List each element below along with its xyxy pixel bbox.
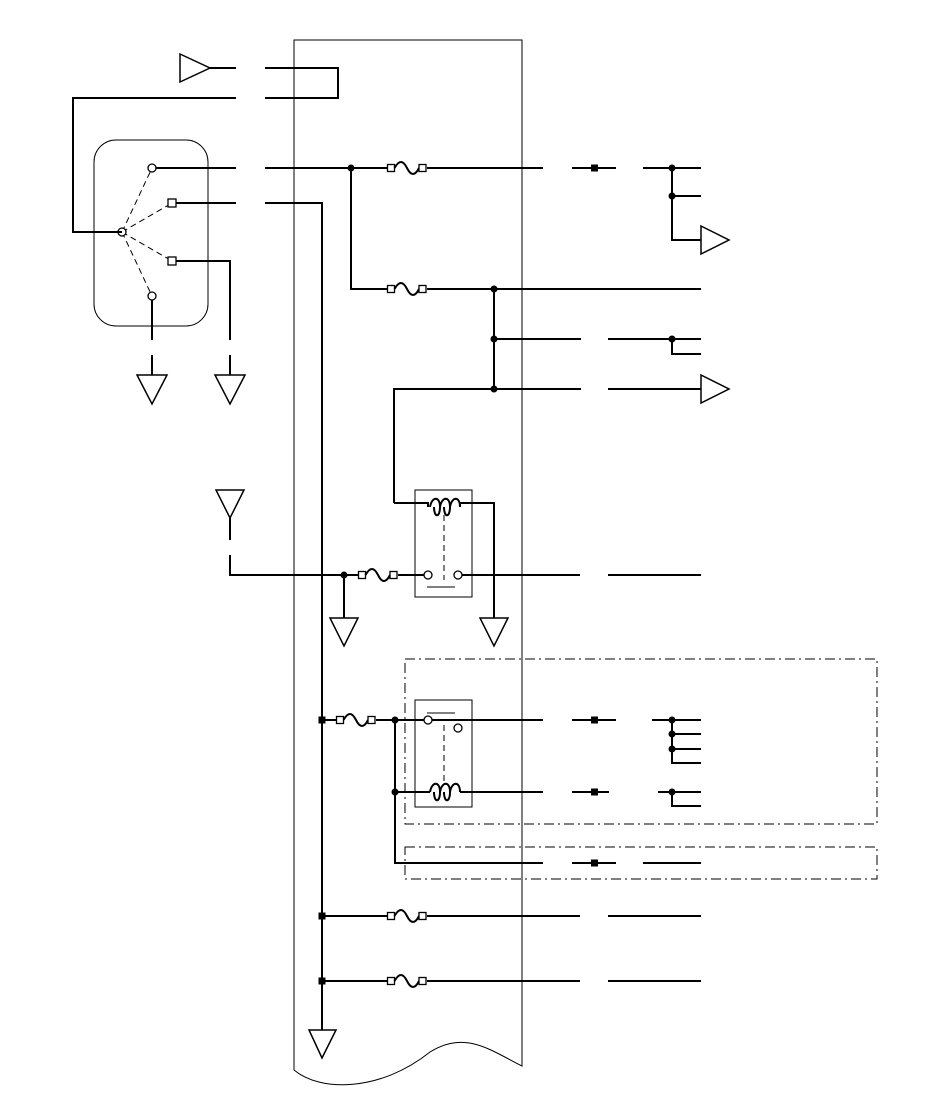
splice-square [318, 716, 326, 724]
wire-switch-out3 [176, 260, 231, 340]
dash-dot-group-1 [404, 658, 878, 825]
splice-square [318, 912, 326, 920]
wire-relay2-branch [394, 720, 543, 864]
ground-icon [700, 224, 731, 256]
splice-dot [668, 192, 676, 200]
ground-icon [307, 1029, 338, 1060]
splice-dot [490, 285, 498, 293]
wire-feed-2 [265, 202, 323, 1030]
splice-dot [668, 716, 676, 724]
wire-relay1-coil-in [394, 502, 429, 507]
wire-relay1-feed [229, 555, 362, 576]
splice-dot [668, 730, 676, 738]
splice-dot [668, 788, 676, 796]
junction-block-outline [293, 39, 523, 1086]
wire-r2-a3 [671, 720, 701, 764]
fuse-6 [386, 974, 427, 988]
fuse-4 [335, 713, 376, 727]
fuse-3 [357, 568, 398, 582]
ground-icon [179, 52, 212, 84]
splice-dot [347, 164, 355, 172]
antenna-icon [214, 489, 246, 520]
connector-square [591, 859, 598, 867]
fuse-5 [386, 909, 427, 923]
wire-right-1c [671, 168, 701, 241]
dash-dot-group-2 [404, 846, 878, 880]
splice-dot [490, 335, 498, 343]
ground-icon [700, 373, 731, 405]
splice-dot [668, 164, 676, 172]
wire-feed-1-branch [350, 168, 391, 290]
wire-switch-common [72, 97, 236, 233]
ground-icon [213, 374, 247, 406]
wire-relay1-coil-out [459, 502, 495, 618]
connector-square [591, 164, 598, 172]
wire-r2-b3 [671, 792, 701, 807]
fuse-2 [386, 282, 427, 296]
ground-icon [135, 374, 169, 406]
splice-dot [668, 335, 676, 343]
splice-dot [668, 745, 676, 753]
relay-2 [414, 699, 473, 808]
fuse-1 [386, 161, 427, 175]
wire-bus-low [393, 388, 581, 503]
ground-icon [328, 617, 360, 648]
connector-square [591, 788, 598, 796]
splice-dot [490, 385, 498, 393]
relay-1 [414, 489, 473, 598]
wire-right-2b [671, 339, 701, 355]
splice-dot [391, 716, 399, 724]
splice-square [318, 977, 326, 985]
connector-square [591, 716, 598, 724]
ground-icon [478, 617, 510, 648]
wire-top-loop-right [265, 67, 339, 99]
splice-dot [340, 571, 348, 579]
splice-dot [391, 788, 399, 796]
